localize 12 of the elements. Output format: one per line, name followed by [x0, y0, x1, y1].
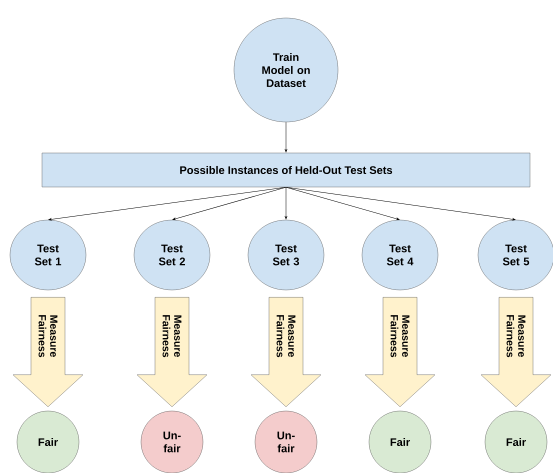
arrow: [284, 186, 288, 220]
arrow: [48, 186, 286, 221]
arrow: [284, 122, 288, 152]
edge-label: Measure Fairness: [506, 303, 526, 369]
process-box: Possible Instances of Held-Out Test Sets: [42, 152, 530, 188]
arrow: [286, 186, 516, 221]
arrow: [172, 186, 286, 220]
edge-label: Measure Fairness: [38, 303, 58, 369]
edge-label: Measure Fairness: [390, 303, 410, 369]
edge-label: Measure Fairness: [162, 303, 182, 369]
edge-label: Measure Fairness: [276, 303, 296, 369]
arrow: [286, 186, 400, 220]
